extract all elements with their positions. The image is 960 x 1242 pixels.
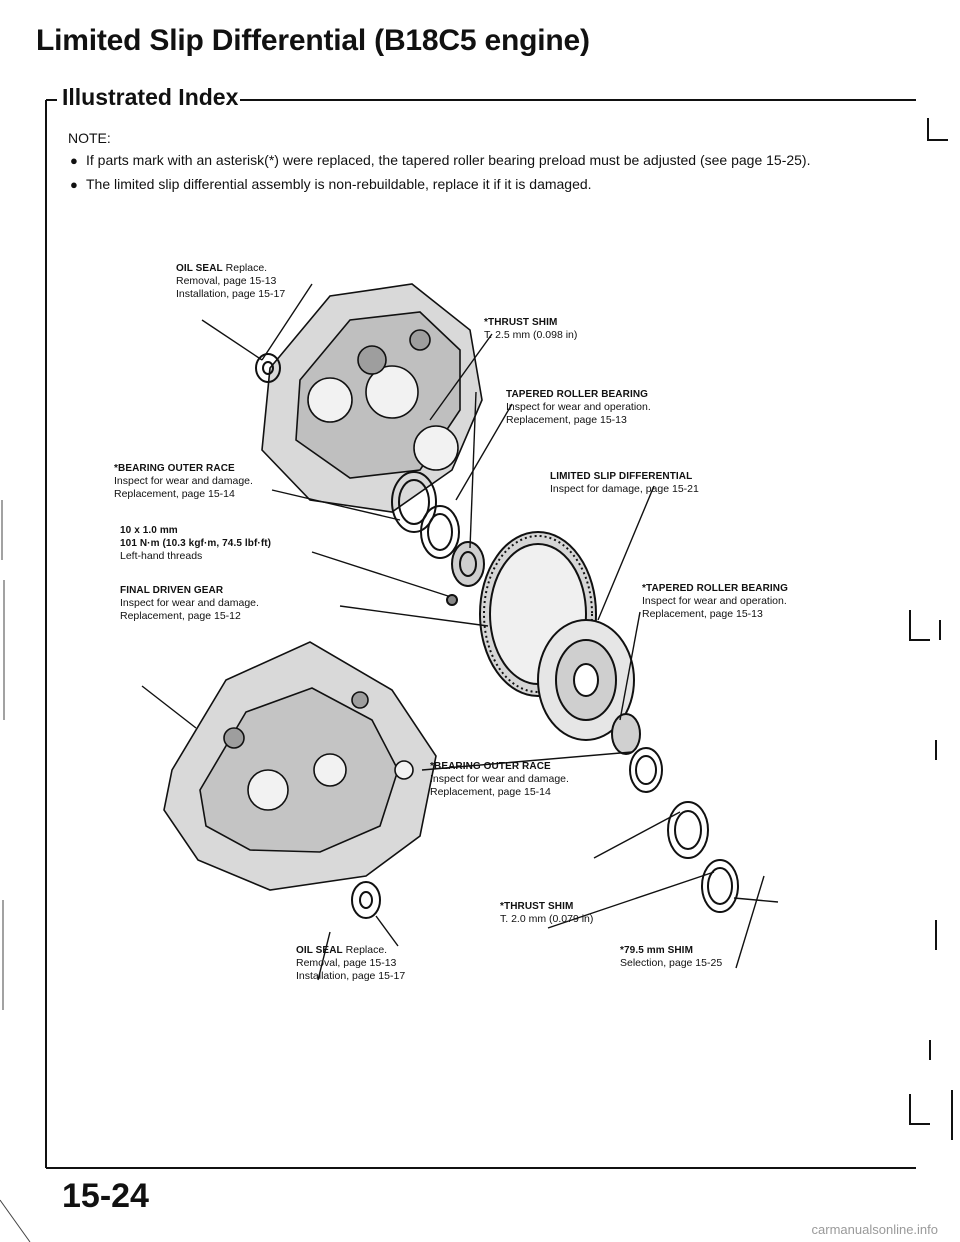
callout-oil-seal-top: OIL SEAL Replace. Removal, page 15-13 In…: [176, 262, 286, 300]
callout-shim-79: *79.5 mm SHIM Selection, page 15-25: [620, 945, 723, 969]
transmission-housing-lower: [163, 641, 437, 891]
limited-slip-differential: [537, 619, 635, 741]
page-number: 15-24: [62, 1177, 149, 1215]
callout-tapered-bearing-top: TAPERED ROLLER BEARING Inspect for wear …: [506, 389, 651, 426]
bullet-icon: ●: [70, 153, 78, 168]
callout-tapered-bearing-right: *TAPERED ROLLER BEARING Inspect for wear…: [642, 583, 789, 620]
callout-bolt: 10 x 1.0 mm 101 N·m (10.3 kgf·m, 74.5 lb…: [120, 525, 272, 562]
callout-oil-seal-bottom: OIL SEAL Replace. Removal, page 15-13 In…: [296, 944, 406, 982]
page-title: Limited Slip Differential (B18C5 engine): [36, 24, 590, 57]
callout-thrust-shim-bottom: *THRUST SHIM T. 2.0 mm (0.079 in): [500, 901, 594, 925]
note-item: ●The limited slip differential assembly …: [70, 176, 592, 192]
lower-stack: [611, 713, 739, 913]
page-frame: [45, 99, 916, 1169]
oil-seal-bottom-ring: [351, 881, 381, 919]
callout-limited-slip-differential: LIMITED SLIP DIFFERENTIAL Inspect for da…: [550, 471, 699, 495]
callout-bearing-race-bottom: *BEARING OUTER RACE Inspect for wear and…: [430, 761, 569, 798]
callout-bearing-race-top: *BEARING OUTER RACE Inspect for wear and…: [114, 463, 253, 500]
leader-lines: [141, 283, 779, 981]
upper-stack: [391, 471, 485, 587]
footer-watermark: carmanualsonline.info: [811, 1222, 938, 1237]
bullet-icon: ●: [70, 177, 78, 192]
oil-seal-top-ring: [255, 353, 281, 383]
section-subtitle: Illustrated Index: [62, 84, 239, 110]
callout-thrust-shim-top: *THRUST SHIM T. 2.5 mm (0.098 in): [484, 317, 578, 341]
binding-marks: [0, 500, 31, 1242]
margin-marks: [909, 118, 953, 1140]
note-item: ●If parts mark with an asterisk(*) were …: [70, 152, 811, 168]
callout-final-driven-gear: FINAL DRIVEN GEAR Inspect for wear and d…: [120, 585, 259, 622]
transmission-housing-upper: [261, 283, 483, 513]
note-heading: NOTE:: [68, 130, 111, 146]
